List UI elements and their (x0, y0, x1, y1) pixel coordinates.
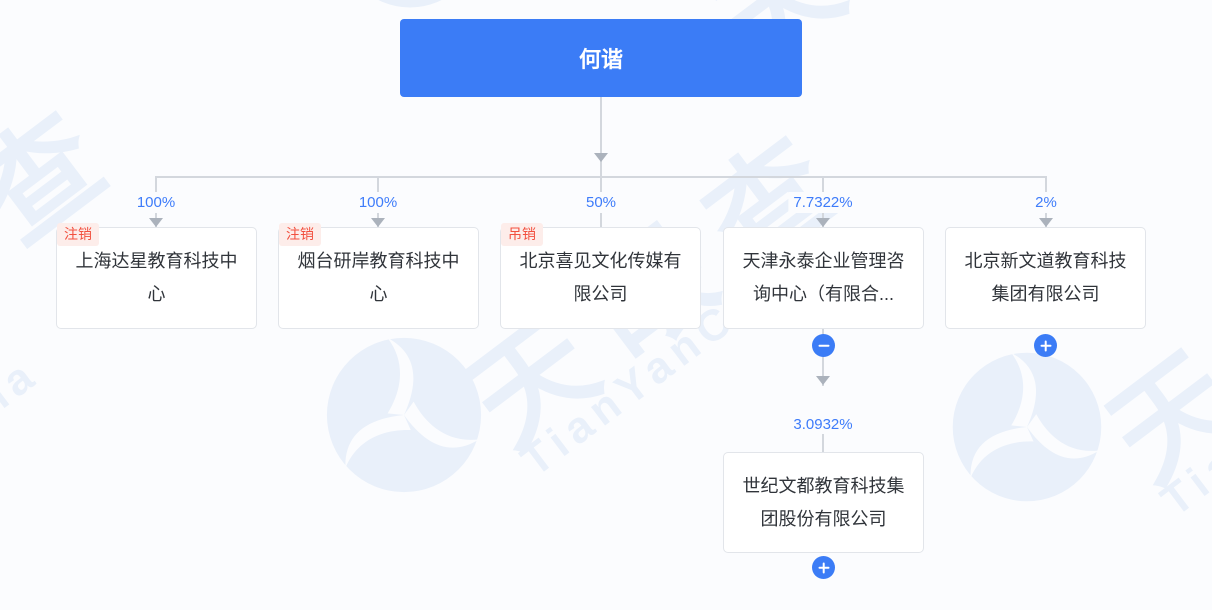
status-badge: 吊销 (501, 223, 543, 246)
ownership-percent-label: 2% (1030, 192, 1062, 213)
ownership-percent-label: 100% (353, 192, 403, 213)
connector-line (600, 97, 602, 177)
company-node[interactable]: 吊销 北京喜见文化传媒有限公司 (500, 223, 701, 329)
company-name: 天津永泰企业管理咨询中心（有限合... (742, 251, 905, 304)
collapse-node-button[interactable] (812, 334, 835, 357)
status-badge: 注销 (279, 223, 321, 246)
arrow-down-icon (1039, 218, 1053, 227)
arrow-down-icon (149, 218, 163, 227)
company-name: 上海达星教育科技中心 (75, 251, 238, 304)
company-node[interactable]: 北京新文道教育科技集团有限公司 (945, 227, 1146, 329)
minus-icon (812, 334, 835, 357)
watermark-logo-icon (335, 0, 485, 12)
ownership-percent-label: 3.0932% (788, 414, 858, 435)
root-person-name: 何谐 (578, 47, 623, 72)
watermark-en-text: TianYanCha (1152, 293, 1212, 526)
company-name: 烟台研岸教育科技中心 (297, 251, 460, 304)
ownership-percent-label: 7.7322% (788, 192, 858, 213)
ownership-percent-label: 50% (580, 192, 622, 213)
company-name: 北京喜见文化传媒有限公司 (519, 251, 682, 304)
arrow-down-icon (371, 218, 385, 227)
arrow-down-icon (816, 376, 830, 385)
plus-icon (1034, 334, 1057, 357)
watermark-logo-icon (948, 348, 1106, 506)
connector-line (822, 329, 824, 386)
connector-line (822, 434, 824, 452)
arrow-down-icon (816, 218, 830, 227)
company-node[interactable]: 世纪文都教育科技集团股份有限公司 (723, 452, 924, 553)
arrow-down-icon (594, 153, 608, 162)
company-name: 世纪文都教育科技集团股份有限公司 (742, 475, 905, 529)
company-node[interactable]: 天津永泰企业管理咨询中心（有限合... (723, 227, 924, 329)
company-node[interactable]: 注销 烟台研岸教育科技中心 (278, 223, 479, 329)
ownership-percent-label: 100% (131, 192, 181, 213)
expand-node-button[interactable] (1034, 334, 1057, 357)
watermark-logo-icon (322, 333, 486, 497)
root-person-node[interactable]: 何谐 (400, 19, 802, 97)
expand-node-button[interactable] (812, 556, 835, 579)
company-node[interactable]: 注销 上海达星教育科技中心 (56, 223, 257, 329)
watermark-en-text: TianYanCha (0, 348, 49, 581)
plus-icon (812, 556, 835, 579)
company-name: 北京新文道教育科技集团有限公司 (964, 251, 1127, 304)
status-badge: 注销 (57, 223, 99, 246)
